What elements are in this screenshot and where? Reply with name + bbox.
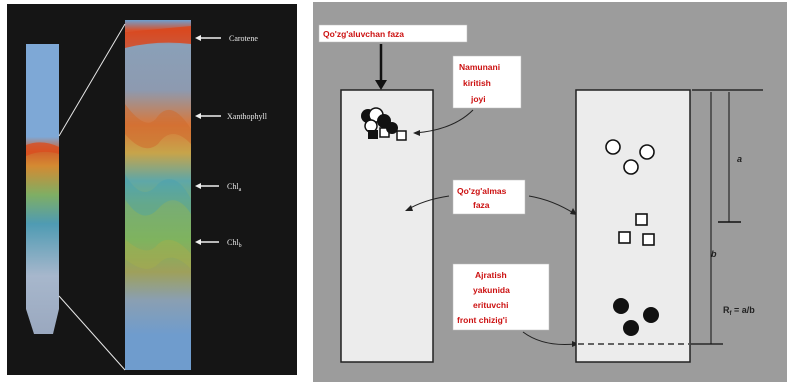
xanthophyll-pointer	[195, 113, 221, 119]
sample-spot-label-line3: joyi	[470, 94, 486, 104]
mobile-phase-label: Qo'zg'aluvchan faza	[323, 29, 404, 39]
sample-mixture-spots	[361, 107, 407, 141]
stationary-phase-label-line1: Qo'zg'almas	[457, 186, 507, 196]
label-a: a	[737, 154, 742, 164]
sample-spot-label-line1: Namunani	[459, 62, 500, 72]
chl-a-pointer	[195, 183, 219, 189]
solvent-front-label-line2: yakunida	[473, 285, 510, 295]
chl-b-label: Chlb	[227, 238, 242, 249]
small-column	[26, 44, 59, 334]
chl-a-label: Chla	[227, 182, 242, 193]
rf-formula: Rf = a/b	[723, 305, 755, 317]
solvent-front-label-line4: front chizig'i	[457, 315, 507, 325]
solvent-front-label-line1: Ajratish	[475, 270, 507, 280]
solvent-front-pointer	[522, 331, 576, 345]
separated-circles-open	[605, 139, 655, 175]
stationary-phase-pointer-right	[528, 195, 576, 215]
separated-circles-filled	[613, 298, 659, 336]
xanthophyll-label: Xanthophyll	[227, 112, 268, 121]
tlc-illustration: Qo'zg'aluvchan faza Namunani kiritish jo…	[318, 24, 763, 363]
tlc-diagram: Qo'zg'aluvchan faza Namunani kiritish jo…	[313, 2, 787, 382]
solvent-front-label-line3: erituvchi	[473, 300, 508, 310]
small-column-band	[26, 142, 59, 156]
big-column	[125, 20, 191, 370]
sample-spot-label-line2: kiritish	[463, 78, 491, 88]
label-b: b	[711, 249, 717, 259]
stationary-phase-label-line2: faza	[473, 200, 490, 210]
carotene-band	[125, 26, 191, 48]
sample-spot-pointer	[414, 109, 474, 134]
carotene-label: Carotene	[229, 34, 258, 43]
separated-squares-open	[618, 213, 655, 246]
column-illustration: Carotene Xanthophyll Chla Chlb	[26, 20, 268, 371]
tlc-plate-developed	[575, 89, 691, 363]
carotene-pointer	[195, 35, 221, 41]
chromatography-column-figure: Carotene Xanthophyll Chla Chlb	[7, 4, 297, 375]
chl-b-pointer	[195, 239, 219, 245]
